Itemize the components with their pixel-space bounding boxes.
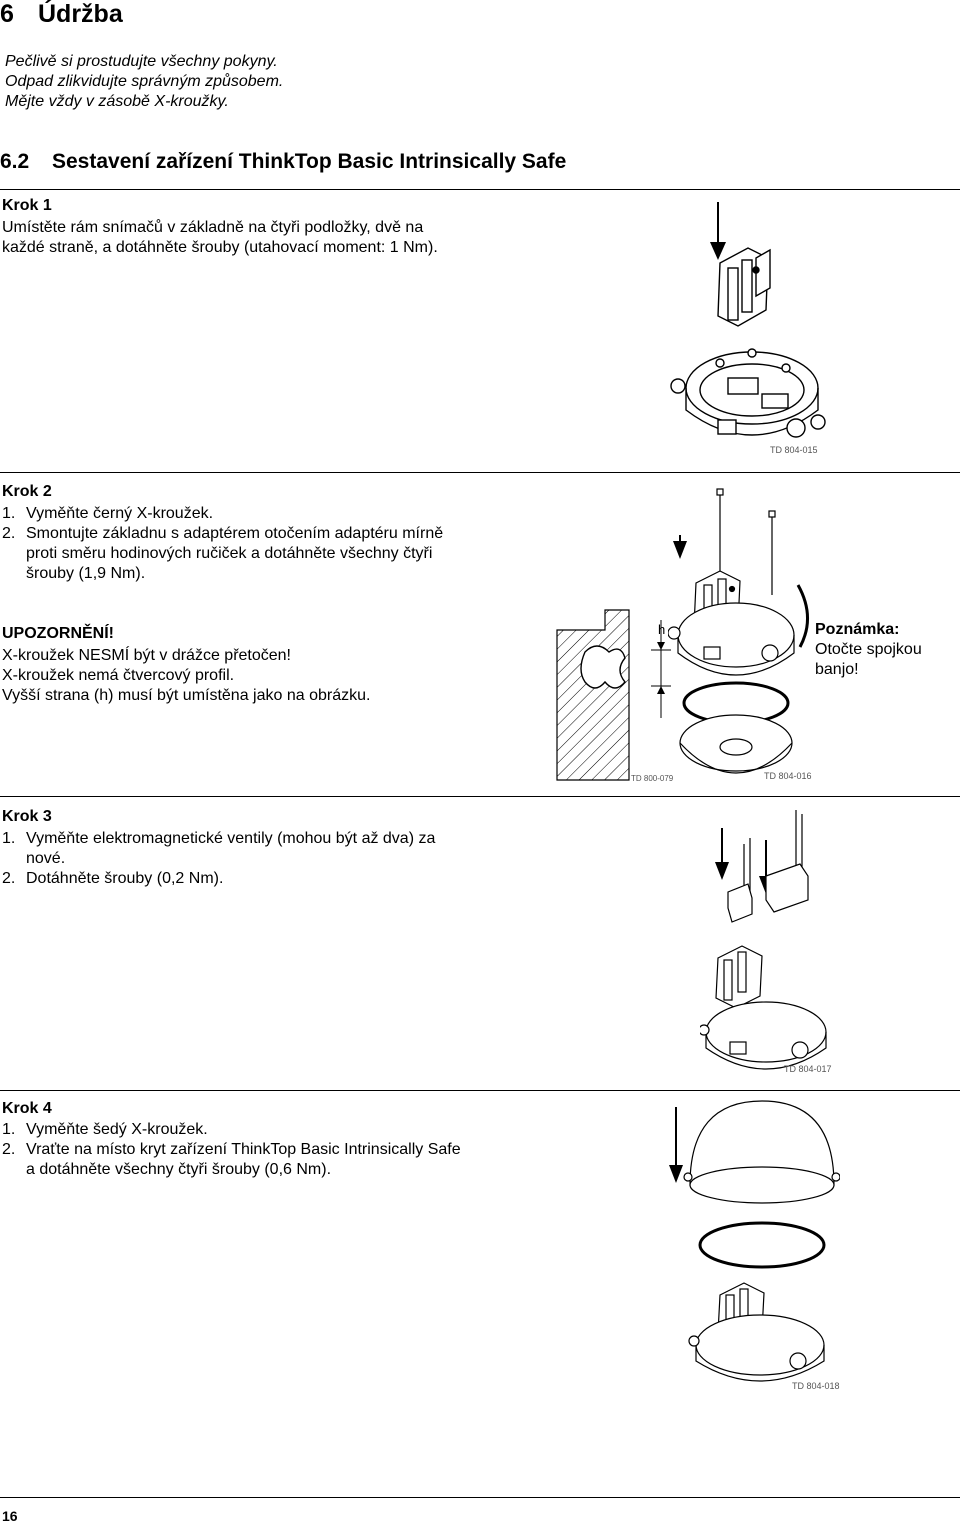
page-number: 16 xyxy=(2,1508,18,1524)
step3-figure-code: TD 804-017 xyxy=(784,1064,832,1074)
note-line: Otočte spojkou xyxy=(815,641,922,658)
step3-title: Krok 3 xyxy=(2,808,52,825)
intro-line: Pečlivě si prostudujte všechny pokyny. xyxy=(5,53,278,70)
step3-figure: TD 804-017 xyxy=(700,810,832,1074)
list-item: 1. Vyměňte černý X-kroužek. xyxy=(2,504,522,524)
step1-figure-code: TD 804-015 xyxy=(770,445,818,455)
item-number: 1. xyxy=(2,505,16,522)
step4-figure-code: TD 804-018 xyxy=(792,1381,840,1391)
item-number: 2. xyxy=(2,870,16,887)
item-number: 1. xyxy=(2,1121,16,1138)
note-line: banjo! xyxy=(815,661,859,678)
xring-figure: h TD 800-079 xyxy=(556,609,674,783)
xring-figure-code: TD 800-079 xyxy=(631,774,674,783)
list-item: 2. Smontujte základnu s adaptérem otočen… xyxy=(2,524,522,584)
item-number: 2. xyxy=(2,525,16,542)
item-line: Smontujte základnu s adaptérem otočením … xyxy=(26,525,444,542)
list-item: 2. Vraťte na místo kryt zařízení ThinkTo… xyxy=(2,1140,562,1180)
step1-figure: TD 804-015 xyxy=(670,202,826,455)
chapter-number: 6 xyxy=(0,0,14,28)
chapter-heading: 6 Údržba xyxy=(0,0,123,29)
step2-title: Krok 2 xyxy=(2,483,52,500)
item-line: a dotáhněte všechny čtyři šrouby (0,6 Nm… xyxy=(26,1161,332,1178)
step2-list: 1. Vyměňte černý X-kroužek. 2. Smontujte… xyxy=(2,504,522,584)
warning-line: X-kroužek NESMÍ být v drážce přetočen! xyxy=(2,647,291,664)
item-line: Dotáhněte šrouby (0,2 Nm). xyxy=(26,870,224,887)
divider xyxy=(0,1090,960,1091)
warning-text: X-kroužek NESMÍ být v drážce přetočen! X… xyxy=(2,646,370,706)
divider xyxy=(0,1497,960,1498)
section-number: 6.2 xyxy=(0,150,30,173)
step2-figure-code: TD 804-016 xyxy=(764,771,812,781)
chapter-title: Údržba xyxy=(38,0,123,28)
item-line: nové. xyxy=(26,850,66,867)
list-item: 2. Dotáhněte šrouby (0,2 Nm). xyxy=(2,869,522,889)
h-label: h xyxy=(658,622,665,637)
item-line: Vyměňte šedý X-kroužek. xyxy=(26,1121,208,1138)
step3-list: 1. Vyměňte elektromagnetické ventily (mo… xyxy=(2,829,522,889)
warning-line: X-kroužek nemá čtvercový profil. xyxy=(2,667,235,684)
divider xyxy=(0,189,960,190)
item-line: proti směru hodinových ručiček a dotáhně… xyxy=(26,545,433,562)
item-line: Vraťte na místo kryt zařízení ThinkTop B… xyxy=(26,1141,461,1158)
step4-title: Krok 4 xyxy=(2,1100,52,1117)
step1-title: Krok 1 xyxy=(2,197,52,214)
warning-line: Vyšší strana (h) musí být umístěna jako … xyxy=(2,687,371,704)
step1-line: Umístěte rám snímačů v základně na čtyři… xyxy=(2,219,424,236)
step1-line: každé straně, a dotáhněte šrouby (utahov… xyxy=(2,239,438,256)
section-heading: 6.2 Sestavení zařízení ThinkTop Basic Int… xyxy=(0,150,566,174)
step2-figure: TD 804-016 xyxy=(668,488,812,781)
divider xyxy=(0,796,960,797)
item-number: 1. xyxy=(2,830,16,847)
step1-text: Umístěte rám snímačů v základně na čtyři… xyxy=(2,218,438,258)
intro-notes: Pečlivě si prostudujte všechny pokyny. O… xyxy=(5,52,283,112)
item-line: Vyměňte elektromagnetické ventily (mohou… xyxy=(26,830,436,847)
step4-figure: TD 804-018 xyxy=(669,1100,840,1391)
note-box: Poznámka: Otočte spojkou banjo! xyxy=(815,620,922,680)
section-title: Sestavení zařízení ThinkTop Basic Intrin… xyxy=(52,150,567,173)
warning-title: UPOZORNĚNÍ! xyxy=(2,625,114,642)
intro-line: Odpad zlikvidujte správným způsobem. xyxy=(5,73,284,90)
item-number: 2. xyxy=(2,1141,16,1158)
item-line: Vyměňte černý X-kroužek. xyxy=(26,505,214,522)
step4-list: 1. Vyměňte šedý X-kroužek. 2. Vraťte na … xyxy=(2,1120,562,1180)
divider xyxy=(0,472,960,473)
note-title: Poznámka: xyxy=(815,621,900,638)
list-item: 1. Vyměňte elektromagnetické ventily (mo… xyxy=(2,829,522,869)
item-line: šrouby (1,9 Nm). xyxy=(26,565,146,582)
intro-line: Mějte vždy v zásobě X-kroužky. xyxy=(5,93,229,110)
list-item: 1. Vyměňte šedý X-kroužek. xyxy=(2,1120,562,1140)
